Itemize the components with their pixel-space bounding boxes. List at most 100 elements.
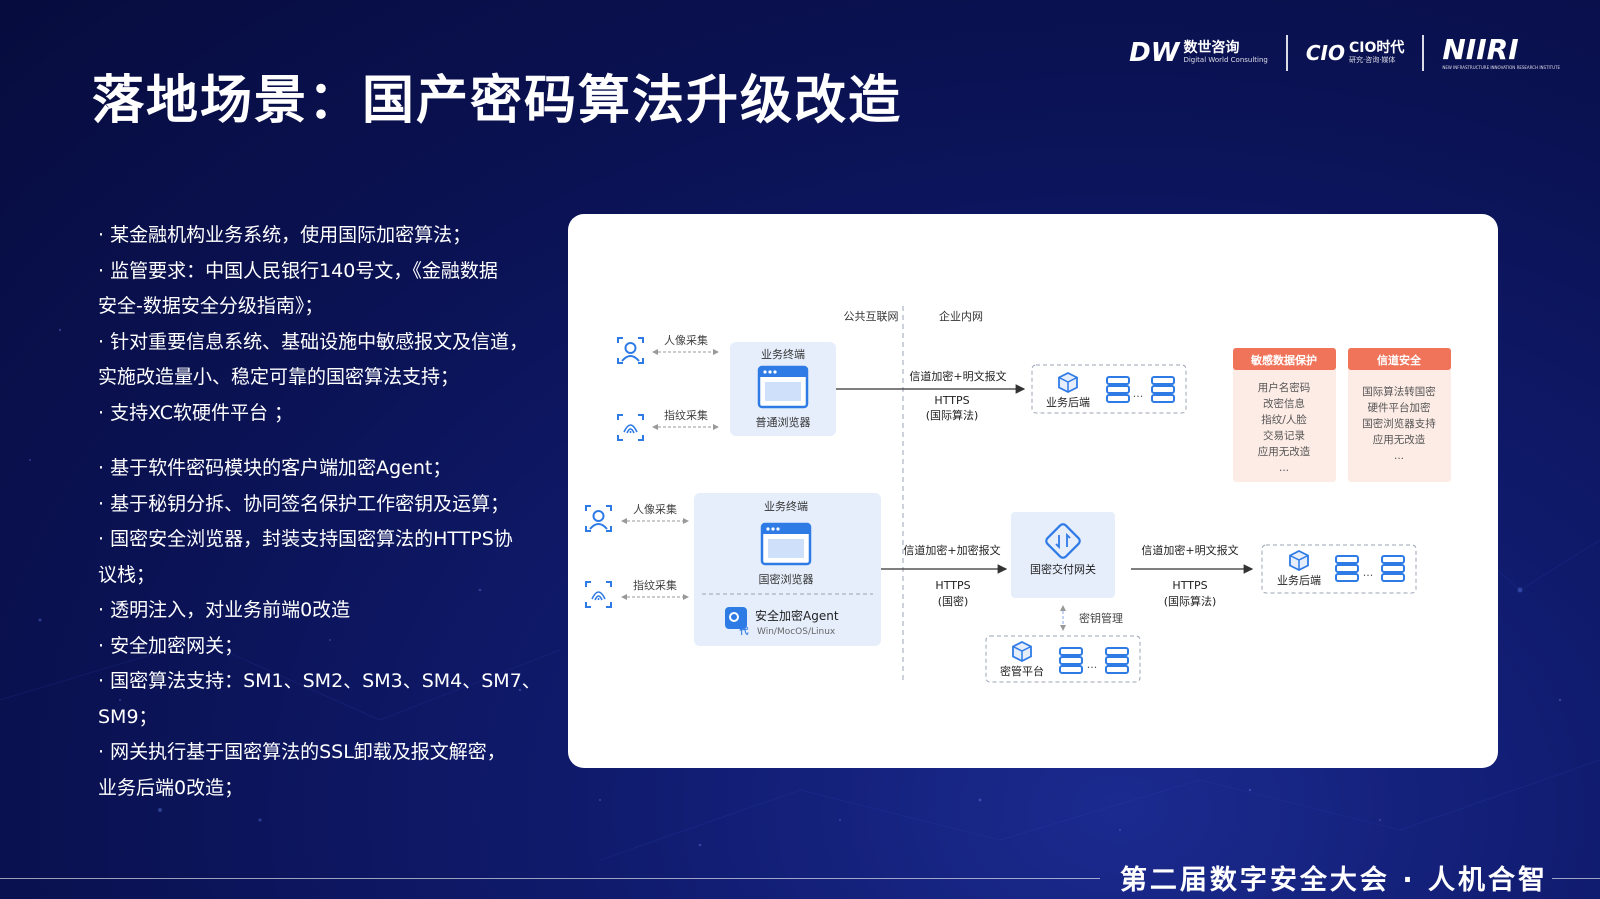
dw-logo-sub: Digital World Consulting [1183, 55, 1268, 64]
cio-logo-name: CIO时代 [1348, 40, 1405, 57]
cio-logo: CIO CIO时代 研究·咨询·媒体 [1306, 41, 1405, 65]
right-link-label: 信道加密+明文报文 [1141, 543, 1238, 557]
footer-rule [0, 878, 1100, 879]
top-link-proto: HTTPS [934, 394, 969, 407]
bullet-line: · 基于软件密码模块的客户端加密Agent； [98, 457, 452, 479]
server-icon [1381, 555, 1405, 582]
bullet-line: · 安全加密网关； [98, 634, 244, 657]
card1-item: 交易记录 [1263, 429, 1305, 442]
bottom-link-label: 信道加密+加密报文 [903, 543, 1000, 557]
bullet-line: 业务后端0改造； [98, 776, 244, 799]
backend-group-bottom: 业务后端 ... [1261, 544, 1417, 594]
card2-title: 信道安全 [1377, 353, 1422, 367]
agent-gear-icon: 代 [725, 607, 749, 637]
logo-bar: DW 数世咨询 Digital World Consulting CIO CIO… [1129, 30, 1560, 76]
more-ellipsis: ... [1363, 566, 1374, 579]
footer-conference-title: 第二届数字安全大会 · 人机合智 [1119, 865, 1548, 896]
bullet-line: · 支持XC软硬件平台 ； [98, 401, 294, 424]
terminal-label: 业务终端 [761, 347, 805, 361]
more-ellipsis: ... [1133, 387, 1144, 400]
face-capture-label: 人像采集 [664, 333, 708, 347]
card2-item: 硬件平台加密 [1368, 401, 1431, 414]
dw-logo-name: 数世咨询 [1183, 40, 1240, 57]
architecture-diagram-panel: 公共互联网 企业内网 人像采集 指纹采集 业务终端 普通浏览器 信道加密+明文报… [568, 214, 1498, 768]
card1-item: 应用无改造 [1258, 445, 1311, 458]
server-icon [1106, 376, 1130, 403]
agent-badge: 代 [738, 625, 748, 637]
bullet-line: · 国密安全浏览器，封装支持国密算法的HTTPS协 [98, 528, 513, 550]
backend-label: 业务后端 [1046, 396, 1090, 409]
page-title: 落地场景：国产密码算法升级改造 [92, 71, 903, 131]
terminal-label: 业务终端 [764, 499, 808, 513]
niiri-logo-mark: NIIRI [1442, 33, 1519, 67]
card1-item: 用户名密码 [1258, 381, 1311, 394]
gm-terminal-box [694, 493, 881, 646]
finger-capture-label: 指纹采集 [633, 578, 677, 592]
bullet-line: 安全-数据安全分级指南》； [98, 295, 324, 317]
dw-logo: DW 数世咨询 Digital World Consulting [1129, 38, 1268, 68]
backend-group-top: 业务后端 ... [1031, 364, 1187, 414]
face-capture-icon [585, 505, 612, 532]
card2-item: 国际算法转国密 [1362, 385, 1436, 398]
bullet-line: · 透明注入，对业务前端0改造 [98, 599, 351, 621]
fingerprint-icon [617, 414, 644, 441]
key-mgmt-label: 密钥管理 [1079, 611, 1123, 625]
bullet-line: 实施改造量小、稳定可靠的国密算法支持； [98, 366, 460, 388]
normal-browser-label: 普通浏览器 [756, 415, 811, 429]
bottom-link-proto: HTTPS [935, 579, 970, 592]
server-icon [1335, 555, 1359, 582]
bullet-line: SM9； [98, 705, 158, 728]
kms-group: 密管平台 ... [985, 635, 1141, 683]
more-ellipsis: ... [1087, 658, 1098, 671]
card1-item: ... [1279, 462, 1289, 474]
bullet-line: 议栈； [98, 563, 156, 586]
cio-logo-mark: CIO [1305, 41, 1345, 65]
right-link-proto: HTTPS [1172, 579, 1207, 592]
bullet-line: · 监管要求：中国人民银行140号文，《金融数据 [98, 259, 498, 282]
card1-item: 指纹/人脸 [1261, 413, 1307, 426]
card1-title: 敏感数据保护 [1250, 353, 1317, 367]
gateway-icon [1045, 523, 1081, 559]
zone-internal-label: 企业内网 [939, 309, 983, 323]
cio-logo-sub: 研究·咨询·媒体 [1348, 55, 1396, 64]
niiri-logo-sub: NEW INFRASTRUCTURE INNOVATION RESEARCH I… [1442, 65, 1560, 71]
card2-item: 应用无改造 [1373, 433, 1426, 446]
cube-icon [1289, 549, 1309, 572]
card1-item: 改密信息 [1263, 397, 1305, 410]
cube-icon [1058, 371, 1078, 394]
browser-window-icon [757, 365, 809, 409]
niiri-logo: NIIRI NEW INFRASTRUCTURE INNOVATION RESE… [1442, 33, 1560, 71]
finger-capture-label: 指纹采集 [664, 408, 708, 422]
server-icon [1059, 647, 1083, 674]
bullet-line: · 某金融机构业务系统，使用国际加密算法； [98, 224, 472, 246]
card2-item: 国密浏览器支持 [1362, 417, 1436, 430]
gateway-box [1011, 512, 1115, 598]
footer-rule [1552, 878, 1600, 879]
agent-title: 安全加密Agent [755, 608, 839, 623]
logo-divider [1422, 35, 1425, 71]
bottom-link-algo: (国密) [938, 594, 969, 608]
browser-window-icon [760, 522, 812, 566]
backend-label: 业务后端 [1277, 574, 1321, 587]
card2-item: ... [1394, 450, 1404, 462]
fingerprint-icon [585, 581, 612, 608]
face-capture-icon [617, 337, 644, 364]
zone-public-label: 公共互联网 [844, 310, 899, 323]
kms-label: 密管平台 [1000, 664, 1044, 678]
right-link-algo: (国际算法) [1164, 594, 1217, 608]
server-icon [1105, 647, 1129, 674]
gateway-label: 国密交付网关 [1030, 562, 1096, 576]
bullet-list: · 某金融机构业务系统，使用国际加密算法； · 监管要求：中国人民银行140号文… [98, 218, 558, 806]
top-link-label: 信道加密+明文报文 [909, 369, 1006, 383]
card-sensitive-data: 敏感数据保护 用户名密码 改密信息 指纹/人脸 交易记录 应用无改造 ... [1233, 348, 1336, 482]
gm-browser-label: 国密浏览器 [759, 572, 814, 586]
dw-logo-mark: DW [1129, 38, 1180, 68]
logo-divider [1285, 35, 1288, 71]
card-channel-security: 信道安全 国际算法转国密 硬件平台加密 国密浏览器支持 应用无改造 ... [1348, 348, 1451, 482]
top-link-algo: (国际算法) [926, 408, 979, 422]
cube-icon [1012, 640, 1032, 663]
server-icon [1151, 376, 1175, 403]
architecture-diagram: 公共互联网 企业内网 人像采集 指纹采集 业务终端 普通浏览器 信道加密+明文报… [585, 306, 1451, 684]
bullet-line: · 基于秘钥分拆、协同签名保护工作密钥及运算； [98, 492, 510, 515]
